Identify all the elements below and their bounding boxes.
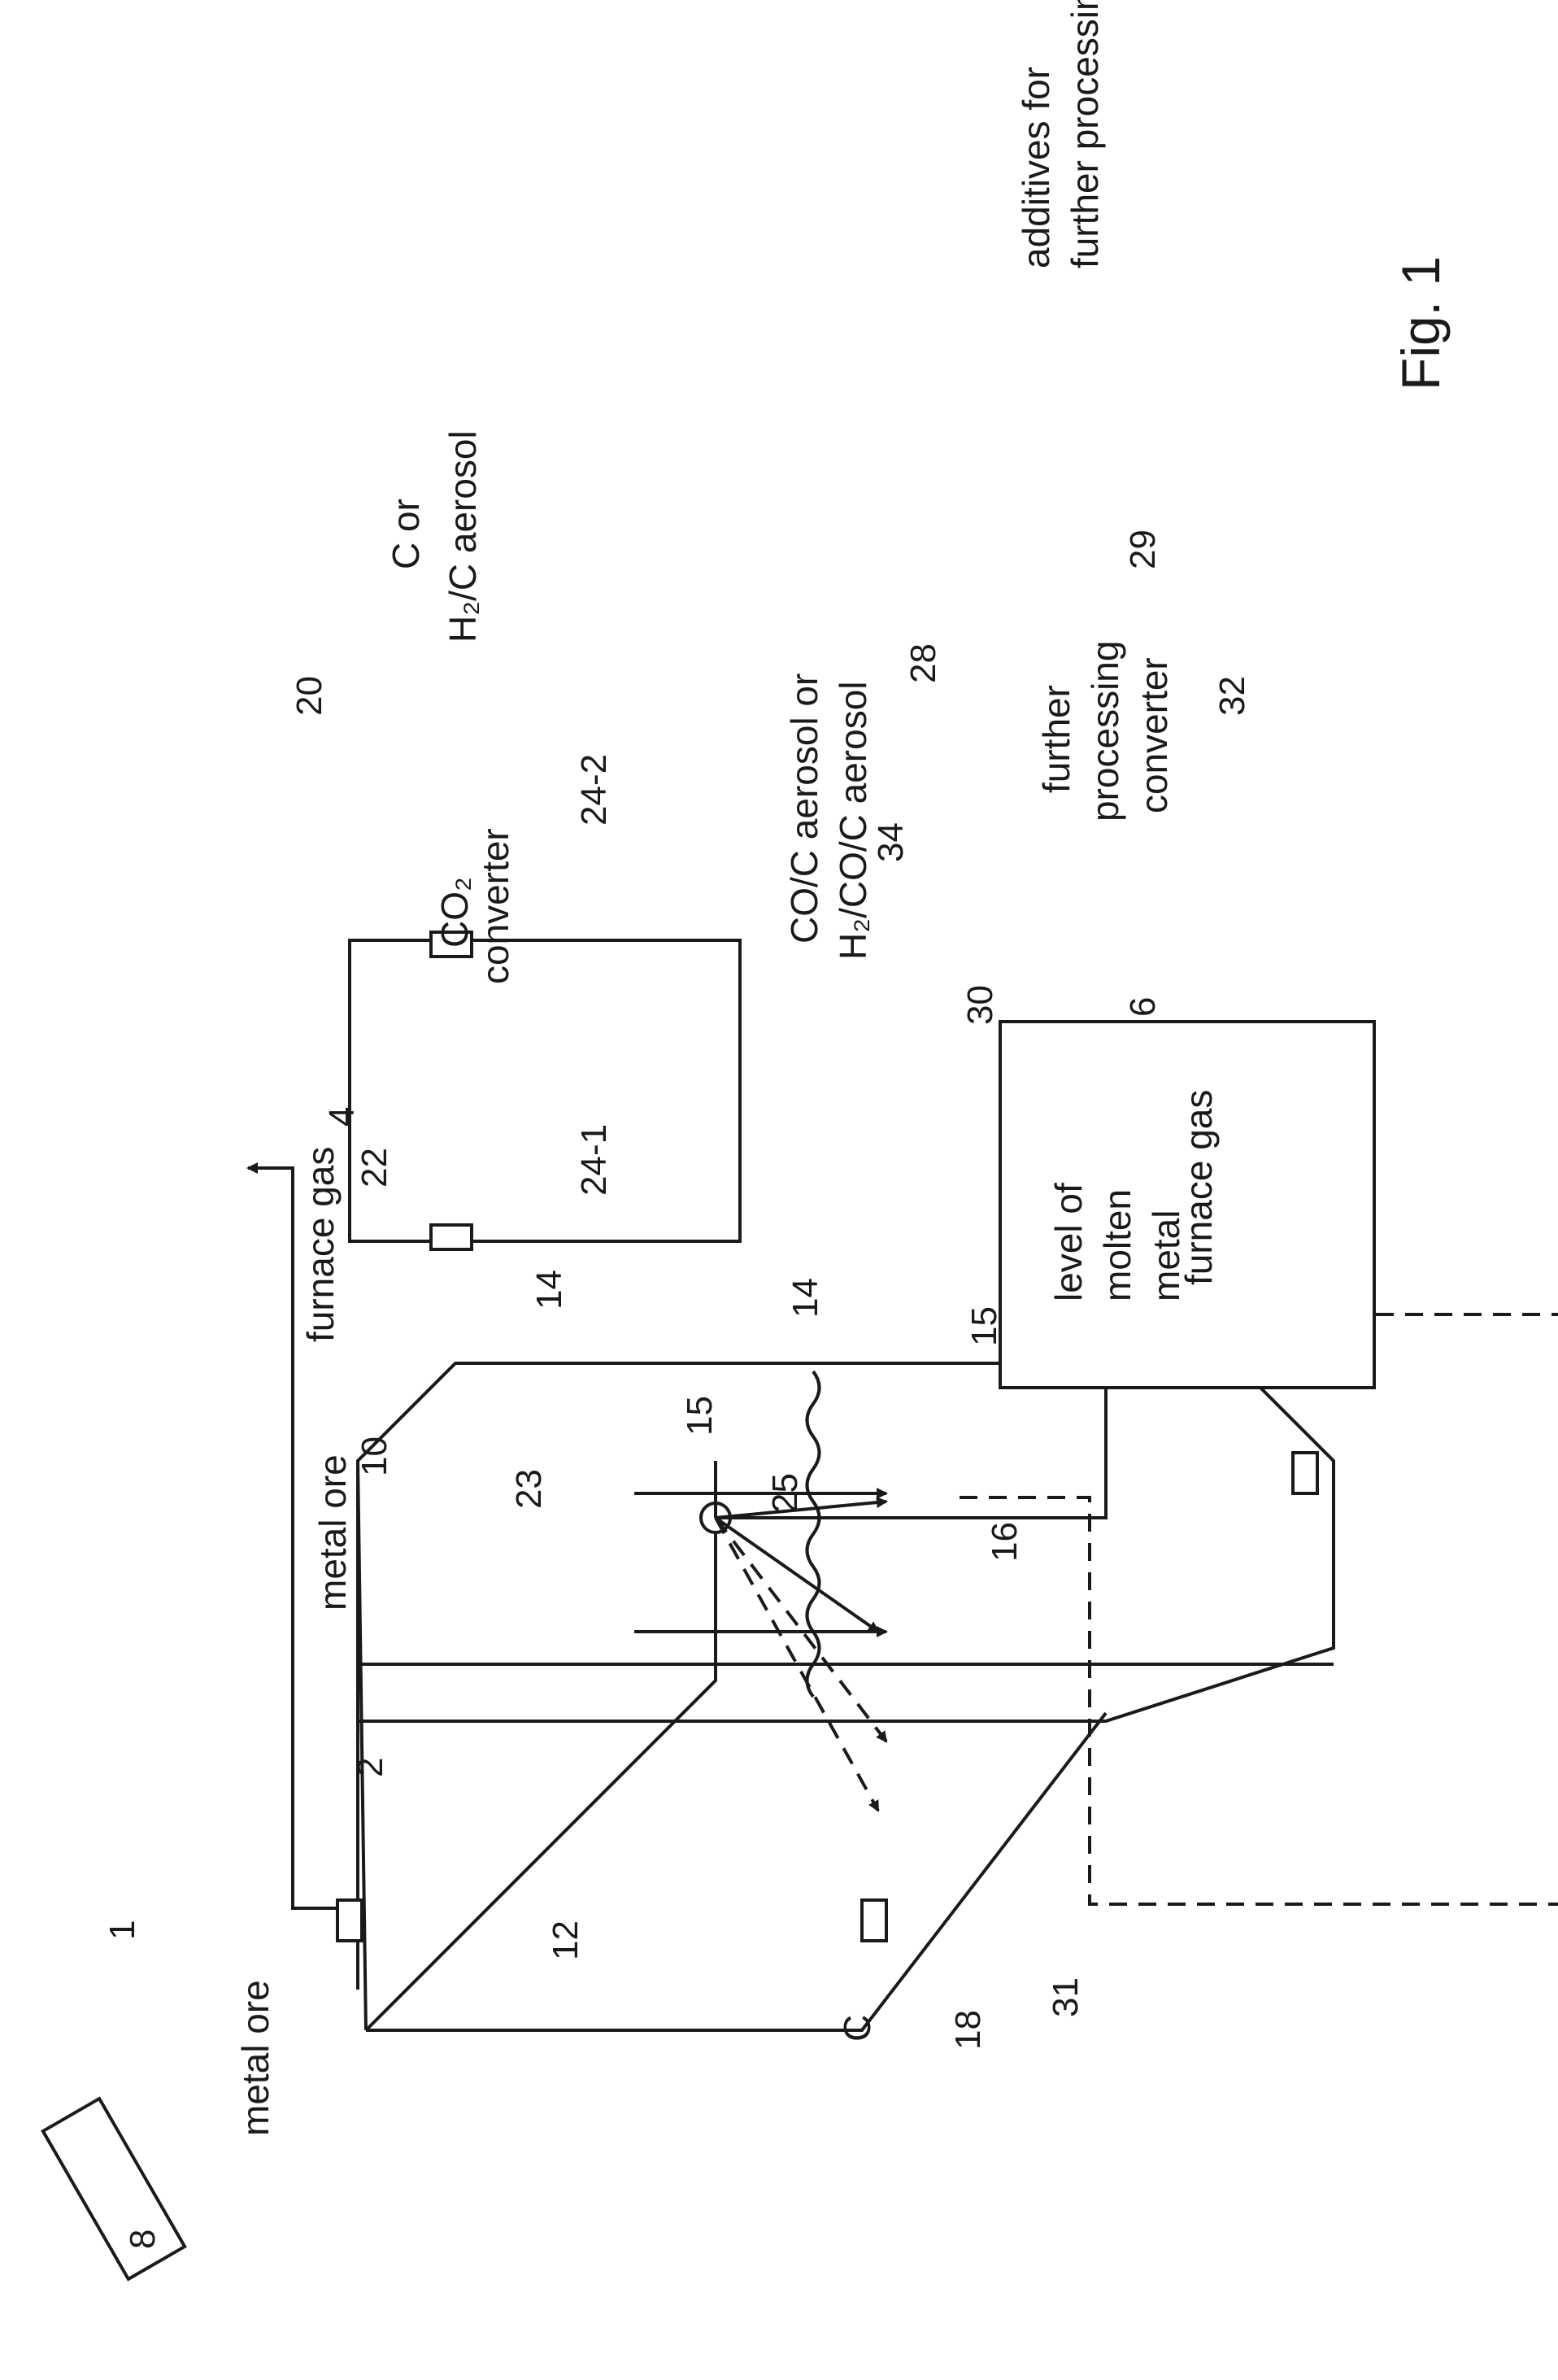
port-10 (337, 1900, 362, 1941)
ref-2: 2 (350, 1758, 390, 1777)
ref-29: 29 (1123, 530, 1163, 569)
ref-32: 32 (1212, 676, 1252, 716)
metal-ore-label: metal ore (234, 1980, 276, 2136)
furnace-gas-top-label: furnace gas (299, 1147, 342, 1342)
ref-6: 6 (1123, 997, 1163, 1017)
ref-28: 28 (903, 643, 943, 683)
lance-8 (43, 2099, 185, 2279)
level-label-1: level of (1047, 1183, 1090, 1301)
ref-18: 18 (948, 2010, 988, 2050)
further-label-1: further (1035, 685, 1077, 793)
ref-15a: 15 (680, 1396, 720, 1436)
additives-label-1: additives for (1015, 67, 1057, 268)
ref-20: 20 (289, 676, 329, 716)
level-label-3: metal (1145, 1210, 1187, 1301)
further-label-3: converter (1133, 657, 1175, 813)
ref-31: 31 (1046, 1977, 1086, 2017)
ref-22: 22 (355, 1148, 394, 1188)
ref-4: 4 (322, 1107, 362, 1127)
aerosol-label-1: CO/C aerosol or (783, 673, 825, 944)
level-label-2: molten (1096, 1189, 1138, 1301)
ref-12: 12 (546, 1920, 585, 1960)
additives-label-2: further processing (1064, 0, 1106, 268)
ref-15b: 15 (964, 1306, 1004, 1346)
co2-label-1: CO₂ (433, 877, 476, 948)
ref-24-2: 24-2 (574, 754, 614, 826)
ref-10: 10 (355, 1436, 394, 1476)
ref-34: 34 (871, 822, 911, 862)
aerosol-label-2: H₂/CO/C aerosol (832, 681, 874, 960)
c-or-label-2: H₂/C aerosol (442, 430, 484, 643)
port-22 (431, 1225, 472, 1249)
c-or-label-1: C or (385, 499, 427, 569)
c-input-label: C (836, 2015, 878, 2042)
ref-23: 23 (509, 1469, 549, 1509)
port-12 (862, 1900, 886, 1941)
ref-25: 25 (765, 1473, 805, 1513)
ref-14a: 14 (529, 1270, 569, 1310)
ref-8: 8 (123, 2230, 163, 2249)
ref-16: 16 (985, 1522, 1025, 1562)
ref-1: 1 (102, 1920, 142, 1940)
metal-ore-text: metal ore (311, 1454, 354, 1611)
co2-label-2: converter (474, 828, 516, 984)
ref-30: 30 (960, 985, 1000, 1025)
ref-14b: 14 (786, 1278, 825, 1318)
port-18 (1293, 1453, 1317, 1493)
ref-24-1: 24-1 (574, 1124, 614, 1196)
further-label-2: processing (1084, 641, 1126, 822)
co2-converter-4 (350, 940, 740, 1241)
figure-caption: Fig. 1 (1390, 256, 1451, 390)
furnace-2 (358, 1363, 1334, 2030)
